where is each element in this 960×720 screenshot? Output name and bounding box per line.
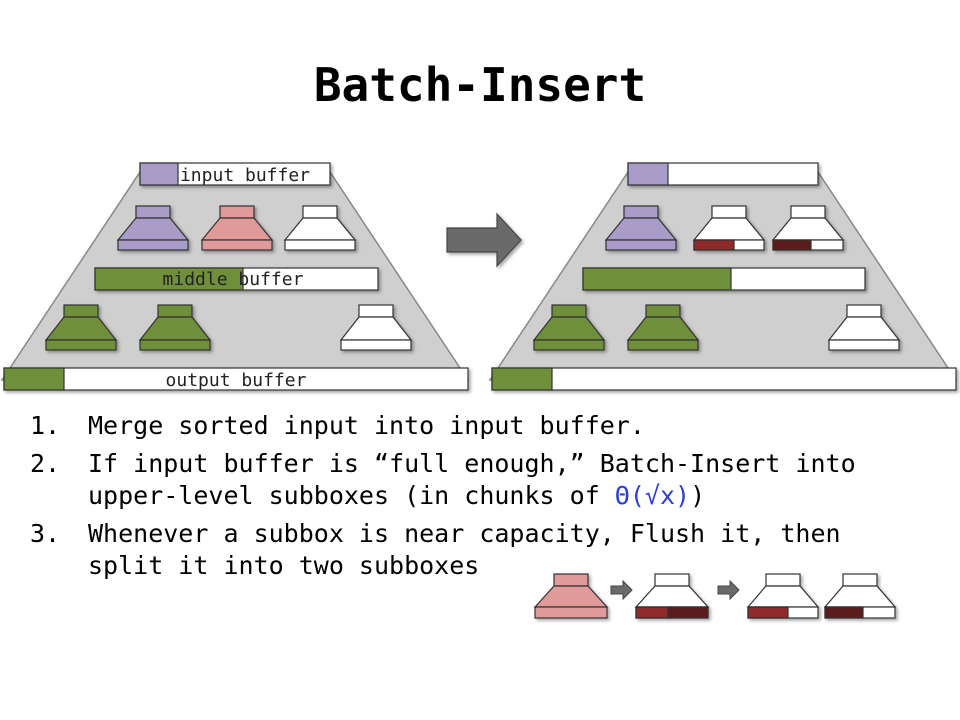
left-subbox-empty	[283, 205, 357, 251]
step-number: 3.	[30, 519, 61, 548]
step-text-tail: )	[690, 481, 706, 510]
split-seq-subbox-b	[823, 573, 897, 619]
right-structure	[488, 162, 958, 391]
left-lower-subbox-2	[138, 304, 212, 351]
chunk-size-math: Θ(√x)	[614, 481, 691, 510]
right-subbox-split-a	[692, 205, 766, 251]
steps-list: 1. Merge sorted input into input buffer.…	[30, 410, 930, 588]
middle-buffer-label: middle buffer	[163, 269, 304, 290]
step-item: 1. Merge sorted input into input buffer.	[30, 410, 930, 442]
right-lower-subbox-1	[532, 304, 606, 351]
right-subbox-purple	[604, 205, 678, 251]
step-item: 3. Whenever a subbox is near capacity, F…	[30, 518, 930, 582]
split-seq-flushed-subbox	[634, 573, 710, 619]
left-lower-subbox-1	[44, 304, 118, 351]
input-buffer-label: input buffer	[180, 165, 310, 186]
split-seq-arrow-1-icon	[610, 579, 633, 601]
right-input-buffer	[627, 162, 819, 186]
right-subbox-split-b	[771, 205, 845, 251]
right-middle-buffer	[582, 267, 866, 291]
step-item: 2. If input buffer is “full enough,” Bat…	[30, 448, 930, 512]
left-subbox-purple	[116, 205, 190, 251]
step-text: If input buffer is “full enough,” Batch-…	[88, 449, 856, 510]
split-sequence	[533, 573, 897, 619]
split-seq-arrow-2-icon	[717, 579, 740, 601]
left-output-buffer	[3, 367, 469, 391]
left-middle-buffer	[94, 267, 379, 291]
left-subbox-pink	[200, 205, 274, 251]
left-structure: input buffer middle buffer	[0, 162, 470, 391]
split-seq-subbox-a	[746, 573, 820, 619]
output-buffer-label: output buffer	[166, 370, 307, 391]
step-number: 2.	[30, 449, 61, 478]
step-text: Merge sorted input into input buffer.	[88, 411, 645, 440]
split-seq-pink-subbox	[533, 573, 609, 619]
left-input-buffer	[139, 162, 331, 186]
arrow-right-icon	[446, 212, 522, 268]
step-number: 1.	[30, 411, 61, 440]
right-lower-subbox-2	[626, 304, 700, 351]
right-output-buffer	[491, 367, 957, 391]
step-text: Whenever a subbox is near capacity, Flus…	[88, 519, 841, 580]
left-lower-subbox-3	[339, 304, 413, 351]
right-lower-subbox-3	[827, 304, 901, 351]
page-title: Batch-Insert	[313, 58, 647, 112]
